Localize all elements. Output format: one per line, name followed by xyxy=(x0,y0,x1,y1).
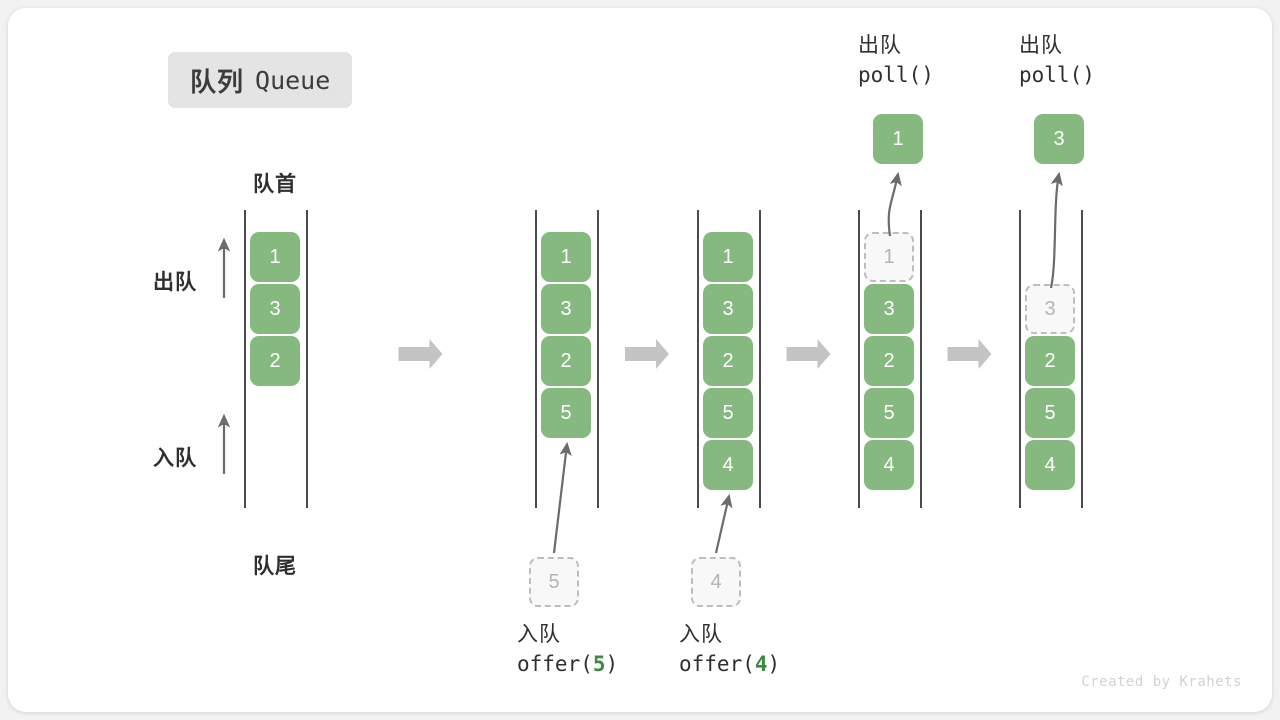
transition-arrow xyxy=(786,339,831,369)
operation-signature: poll() xyxy=(1019,62,1095,87)
operation-name: 出队 xyxy=(858,34,902,57)
queue-rail-right xyxy=(920,210,922,508)
label-enqueue-direction: 入队 xyxy=(153,447,197,470)
queue-node: 1 xyxy=(250,232,300,282)
transition-arrow xyxy=(947,339,992,369)
operation-signature: offer(5) xyxy=(517,651,619,676)
queue-node: 3 xyxy=(250,284,300,334)
queue-node: 5 xyxy=(864,388,914,438)
operation-argument: 5 xyxy=(592,651,606,676)
operation-signature: poll() xyxy=(858,62,934,87)
queue-rail-right xyxy=(1081,210,1083,508)
queue-rail-right xyxy=(597,210,599,508)
queue-rail-right xyxy=(306,210,308,508)
operation-signature: offer(4) xyxy=(679,651,781,676)
queue-rail-left xyxy=(535,210,537,508)
credit-text: Created by Krahets xyxy=(1081,674,1242,690)
popped-element: 1 xyxy=(873,114,923,164)
label-queue-rear: 队尾 xyxy=(253,555,297,578)
queue-node: 3 xyxy=(703,284,753,334)
label-dequeue-direction: 出队 xyxy=(153,271,197,294)
queue-node: 5 xyxy=(1025,388,1075,438)
operation-argument: 4 xyxy=(754,651,768,676)
queue-node: 5 xyxy=(703,388,753,438)
incoming-element: 4 xyxy=(691,557,741,607)
queue-node: 1 xyxy=(864,232,914,282)
queue-node: 1 xyxy=(703,232,753,282)
queue-node: 1 xyxy=(541,232,591,282)
queue-rail-left xyxy=(1019,210,1021,508)
queue-node: 2 xyxy=(703,336,753,386)
operation-name: 出队 xyxy=(1019,34,1063,57)
queue-node: 3 xyxy=(541,284,591,334)
operation-name: 入队 xyxy=(679,623,723,646)
transition-arrow xyxy=(625,339,669,369)
label-queue-front: 队首 xyxy=(253,173,297,196)
operation-caption: 入队 offer(5) xyxy=(517,621,618,679)
queue-node: 2 xyxy=(1025,336,1075,386)
operation-caption: 入队 offer(4) xyxy=(679,621,780,679)
queue-rail-left xyxy=(697,210,699,508)
queue-node: 2 xyxy=(541,336,591,386)
operation-name: 入队 xyxy=(517,623,561,646)
incoming-element: 5 xyxy=(529,557,579,607)
queue-node: 4 xyxy=(864,440,914,490)
queue-rail-right xyxy=(759,210,761,508)
queue-node: 3 xyxy=(1025,284,1075,334)
queue-rail-left xyxy=(858,210,860,508)
queue-node: 2 xyxy=(864,336,914,386)
queue-node: 4 xyxy=(703,440,753,490)
operation-caption: 出队 poll() xyxy=(858,32,934,90)
queue-node: 5 xyxy=(541,388,591,438)
diagram-title-badge: 队列 Queue xyxy=(168,52,353,108)
queue-node: 2 xyxy=(250,336,300,386)
queue-node: 4 xyxy=(1025,440,1075,490)
title-chinese: 队列 xyxy=(190,66,245,97)
transition-arrow xyxy=(398,339,443,369)
popped-element: 3 xyxy=(1034,114,1084,164)
operation-caption: 出队 poll() xyxy=(1019,32,1095,90)
title-english: Queue xyxy=(255,65,331,95)
queue-node: 3 xyxy=(864,284,914,334)
queue-rail-left xyxy=(244,210,246,508)
